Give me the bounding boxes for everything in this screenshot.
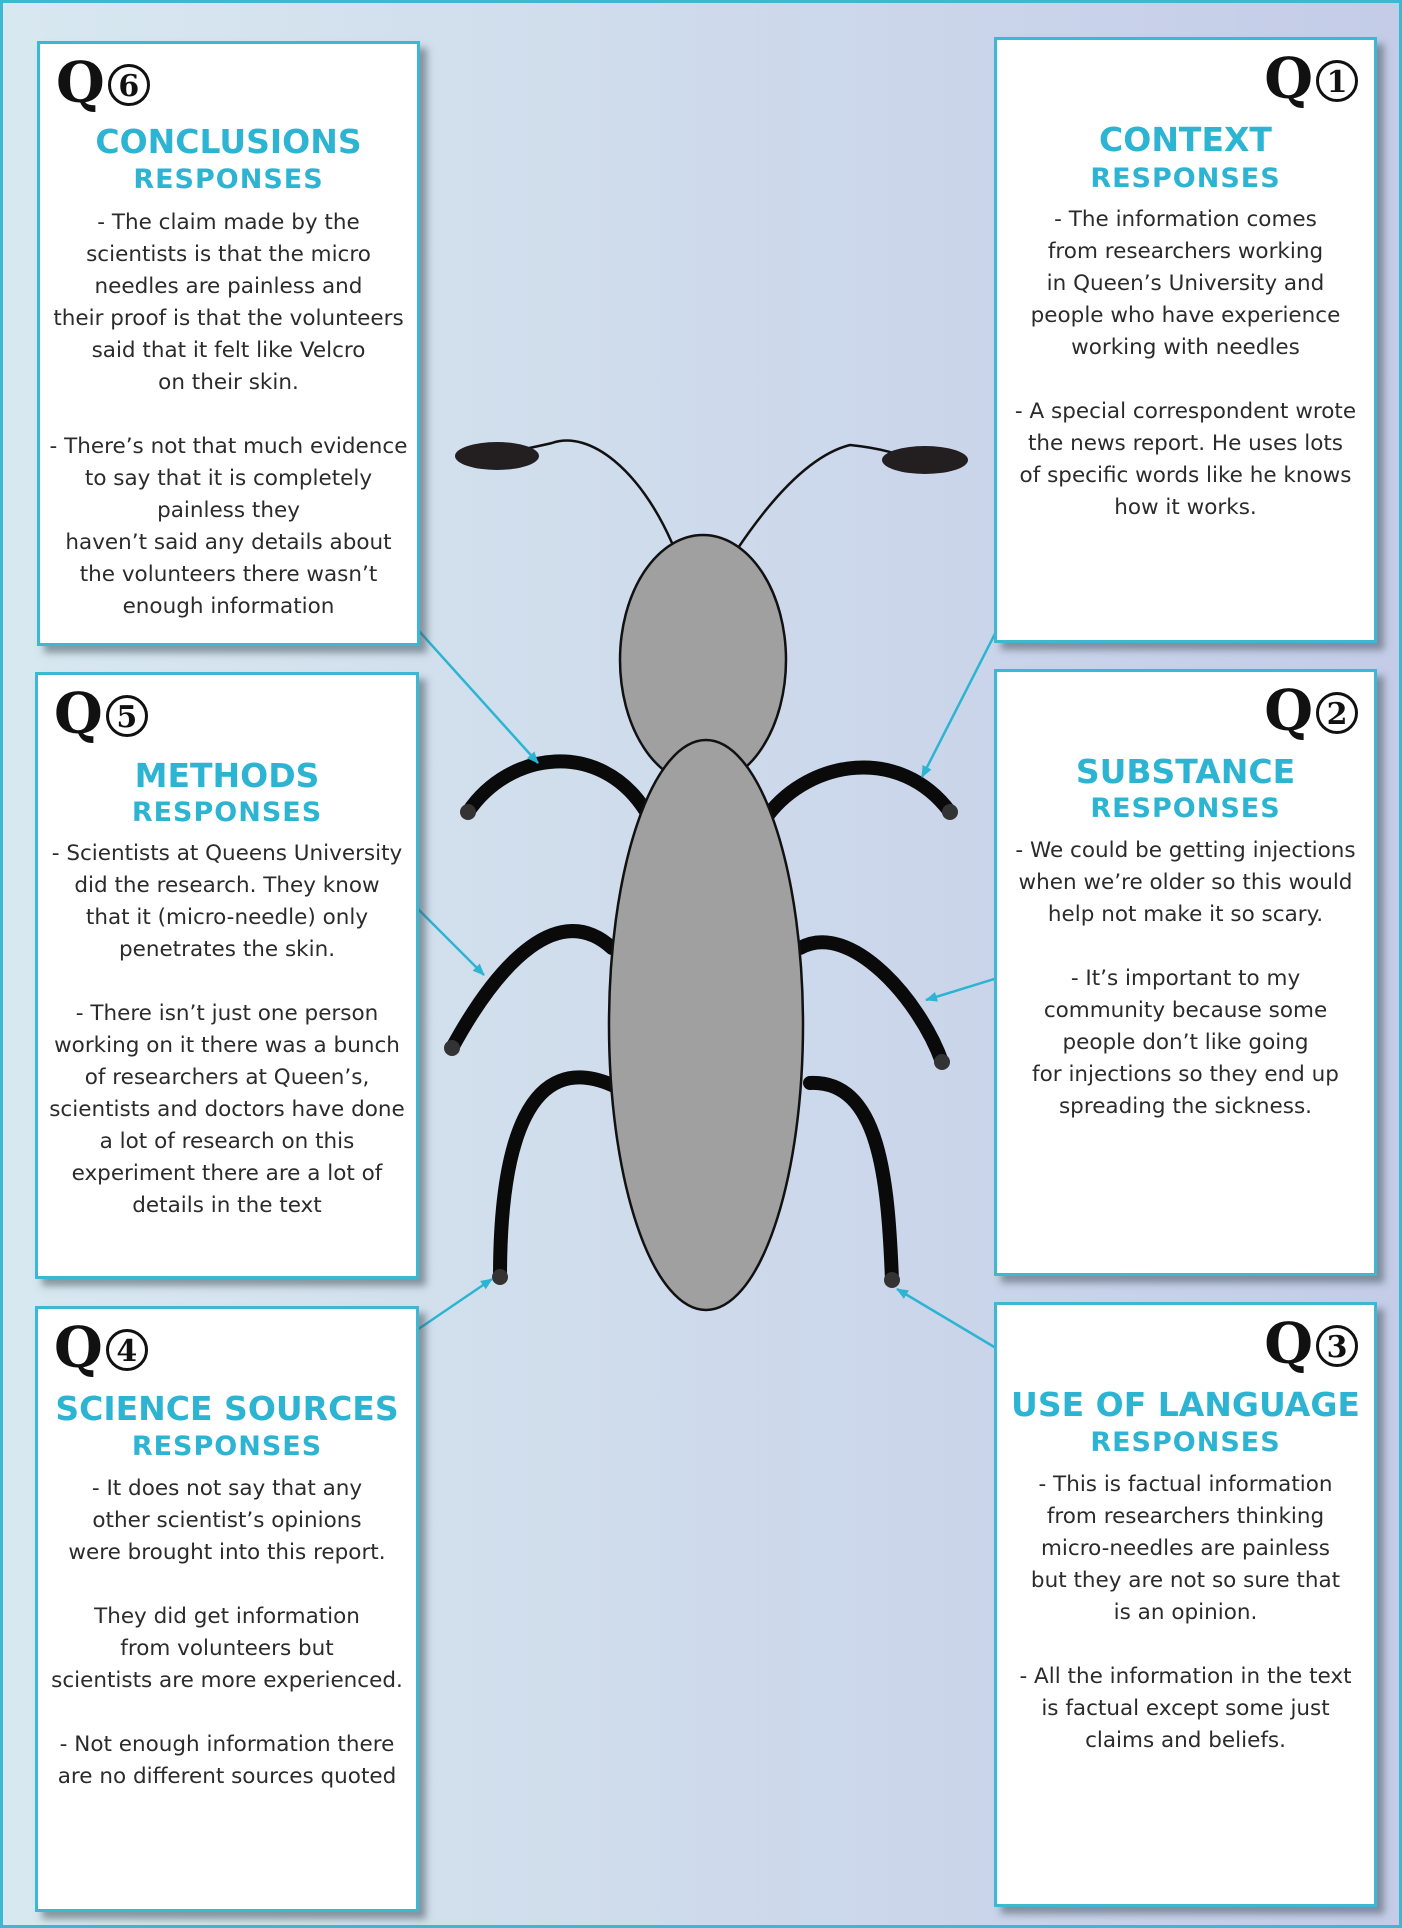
card-heading: SUBSTANCE (1075, 752, 1296, 791)
leg-front-right (761, 760, 957, 822)
bug-body (607, 738, 805, 1312)
response-paragraph: - This is factual information from resea… (1030, 1472, 1341, 1625)
leg-tip (934, 1054, 950, 1070)
question-letter: Q (56, 50, 105, 116)
question-letter: Q (54, 1315, 103, 1381)
card-heading: METHODS (134, 756, 320, 795)
question-digit: 2 (1316, 692, 1358, 734)
question-digit: 1 (1316, 60, 1358, 102)
card-body: - Scientists at Queens University did th… (44, 838, 410, 1222)
response-paragraph: - Not enough information there are no di… (57, 1732, 397, 1789)
card-body: - The information comes from researchers… (1003, 204, 1368, 524)
leg-mid-left (445, 924, 619, 1055)
leg-rear-right (803, 1075, 899, 1287)
response-paragraph: - A special correspondent wrote the news… (1014, 399, 1357, 520)
card-heading: CONCLUSIONS (95, 122, 362, 161)
antenna-tip-right (882, 446, 968, 474)
question-letter: Q (1264, 1311, 1313, 1377)
leg-tip (444, 1040, 460, 1056)
question-digit: 6 (107, 64, 150, 106)
leg-tip (492, 1269, 508, 1285)
card-body: - It does not say that any other scienti… (44, 1473, 410, 1793)
leg-tip (942, 804, 958, 820)
question-digit: 5 (105, 695, 148, 737)
leg-mid-right (793, 935, 949, 1069)
response-paragraph: - The information comes from researchers… (1030, 207, 1341, 360)
card-subheading: RESPONSES (1090, 1427, 1281, 1458)
card-heading: CONTEXT (1099, 120, 1272, 159)
card-subheading: RESPONSES (131, 797, 323, 828)
response-paragraph: - We could be getting injections when we… (1015, 838, 1356, 927)
response-paragraph: - There isn’t just one person working on… (49, 1001, 405, 1218)
card-heading: SCIENCE SOURCES (55, 1389, 399, 1428)
leg-tip (884, 1272, 900, 1288)
response-paragraph: - It’s important to my community because… (1032, 966, 1339, 1119)
leg-front-left (461, 754, 652, 819)
card-body: - We could be getting injections when we… (1003, 835, 1368, 1123)
question-letter: Q (1264, 678, 1313, 744)
leg-rear-left (493, 1070, 619, 1284)
question-digit: 3 (1316, 1325, 1358, 1367)
question-digit: 4 (105, 1329, 148, 1371)
response-paragraph: - Scientists at Queens University did th… (51, 841, 403, 962)
card-heading: USE OF LANGUAGE (1011, 1385, 1360, 1424)
response-paragraph: - It does not say that any other scienti… (68, 1476, 386, 1565)
response-paragraph: - There’s not that much evidence to say … (49, 434, 408, 619)
card-subheading: RESPONSES (1090, 163, 1281, 194)
card-subheading: RESPONSES (1090, 793, 1281, 824)
question-letter: Q (54, 681, 103, 747)
card-subheading: RESPONSES (131, 1431, 323, 1462)
card-subheading: RESPONSES (133, 164, 324, 195)
question-letter: Q (1264, 46, 1313, 112)
arrow-q6 (399, 609, 539, 764)
leg-tip (460, 804, 476, 820)
card-body: - The claim made by the scientists is th… (46, 207, 411, 623)
response-paragraph: - The claim made by the scientists is th… (53, 210, 404, 395)
antenna-right (734, 443, 901, 552)
card-body: - This is factual information from resea… (1003, 1469, 1368, 1757)
response-paragraph: - All the information in the text is fac… (1019, 1664, 1352, 1753)
response-paragraph: They did get information from volunteers… (51, 1604, 403, 1693)
antenna-tip-left (455, 442, 539, 470)
